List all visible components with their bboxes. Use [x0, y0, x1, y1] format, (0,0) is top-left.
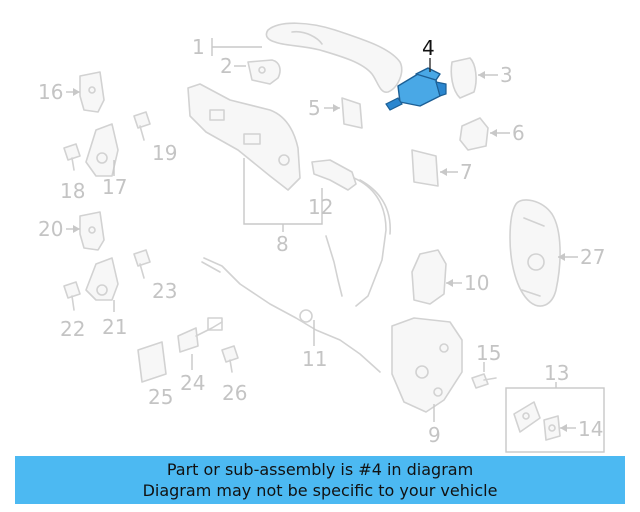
- part-13-plate[interactable]: [513, 401, 541, 433]
- part-11-cable[interactable]: [201, 257, 381, 373]
- callout-14: 14: [578, 417, 603, 441]
- part-24-check-strap[interactable]: [177, 317, 223, 353]
- part-23-screw[interactable]: [133, 249, 151, 279]
- callout-23: 23: [152, 279, 177, 303]
- callout-4: 4: [422, 36, 435, 60]
- part-18-bolt[interactable]: [63, 143, 81, 171]
- callout-18: 18: [60, 179, 85, 203]
- callout-27: 27: [580, 245, 605, 269]
- part-12-linkage[interactable]: [311, 159, 391, 307]
- callout-16: 16: [38, 80, 63, 104]
- part-rod: [325, 235, 343, 297]
- callout-25: 25: [148, 385, 173, 409]
- callout-3: 3: [500, 63, 513, 87]
- part-5-pad[interactable]: [341, 97, 363, 129]
- callout-8: 8: [276, 232, 289, 256]
- part-22-bolt[interactable]: [63, 281, 81, 311]
- callout-26: 26: [222, 381, 247, 405]
- callout-13: 13: [544, 361, 569, 385]
- part-26-bolt[interactable]: [221, 345, 239, 373]
- part-15-bolt[interactable]: [471, 373, 497, 389]
- part-1-outer-handle[interactable]: [265, 22, 403, 93]
- callout-21: 21: [102, 315, 127, 339]
- part-14-washer[interactable]: [543, 415, 561, 441]
- part-6-trim-piece[interactable]: [459, 117, 489, 151]
- part-9-latch[interactable]: [391, 317, 463, 413]
- banner-line-1: Part or sub-assembly is #4 in diagram: [166, 460, 474, 479]
- callout-20: 20: [38, 217, 63, 241]
- part-2-handle-cap[interactable]: [247, 59, 281, 85]
- callout-19: 19: [152, 141, 177, 165]
- info-banner: Part or sub-assembly is #4 in diagram Di…: [15, 456, 625, 504]
- callout-2: 2: [220, 54, 233, 78]
- callout-24: 24: [180, 371, 205, 395]
- part-20-bracket[interactable]: [79, 211, 105, 251]
- callout-6: 6: [512, 121, 525, 145]
- callout-11: 11: [302, 347, 327, 371]
- part-25-pad[interactable]: [137, 341, 167, 383]
- callout-15: 15: [476, 341, 501, 365]
- part-3-cover[interactable]: [450, 57, 477, 99]
- part-17-bracket[interactable]: [85, 123, 119, 177]
- callout-9: 9: [428, 423, 441, 447]
- callout-7: 7: [460, 160, 473, 184]
- part-19-screw[interactable]: [133, 111, 151, 141]
- part-10-bracket[interactable]: [411, 249, 447, 305]
- part-7-gasket[interactable]: [411, 149, 439, 187]
- callout-17: 17: [102, 175, 127, 199]
- part-21-bracket[interactable]: [85, 257, 119, 301]
- part-13-box: [505, 387, 605, 453]
- parts-diagram: 1 2 3 4 5 6 7: [38, 22, 605, 453]
- callout-1: 1: [192, 35, 205, 59]
- callout-10: 10: [464, 271, 489, 295]
- callout-5: 5: [308, 96, 321, 120]
- callout-12: 12: [308, 195, 333, 219]
- part-4-lock-cylinder[interactable]: [385, 67, 447, 111]
- part-16-bracket[interactable]: [79, 71, 105, 113]
- part-8-handle-frame[interactable]: [187, 83, 301, 191]
- callout-22: 22: [60, 317, 85, 341]
- part-27-seal[interactable]: [509, 199, 561, 307]
- banner-line-2: Diagram may not be specific to your vehi…: [142, 481, 498, 500]
